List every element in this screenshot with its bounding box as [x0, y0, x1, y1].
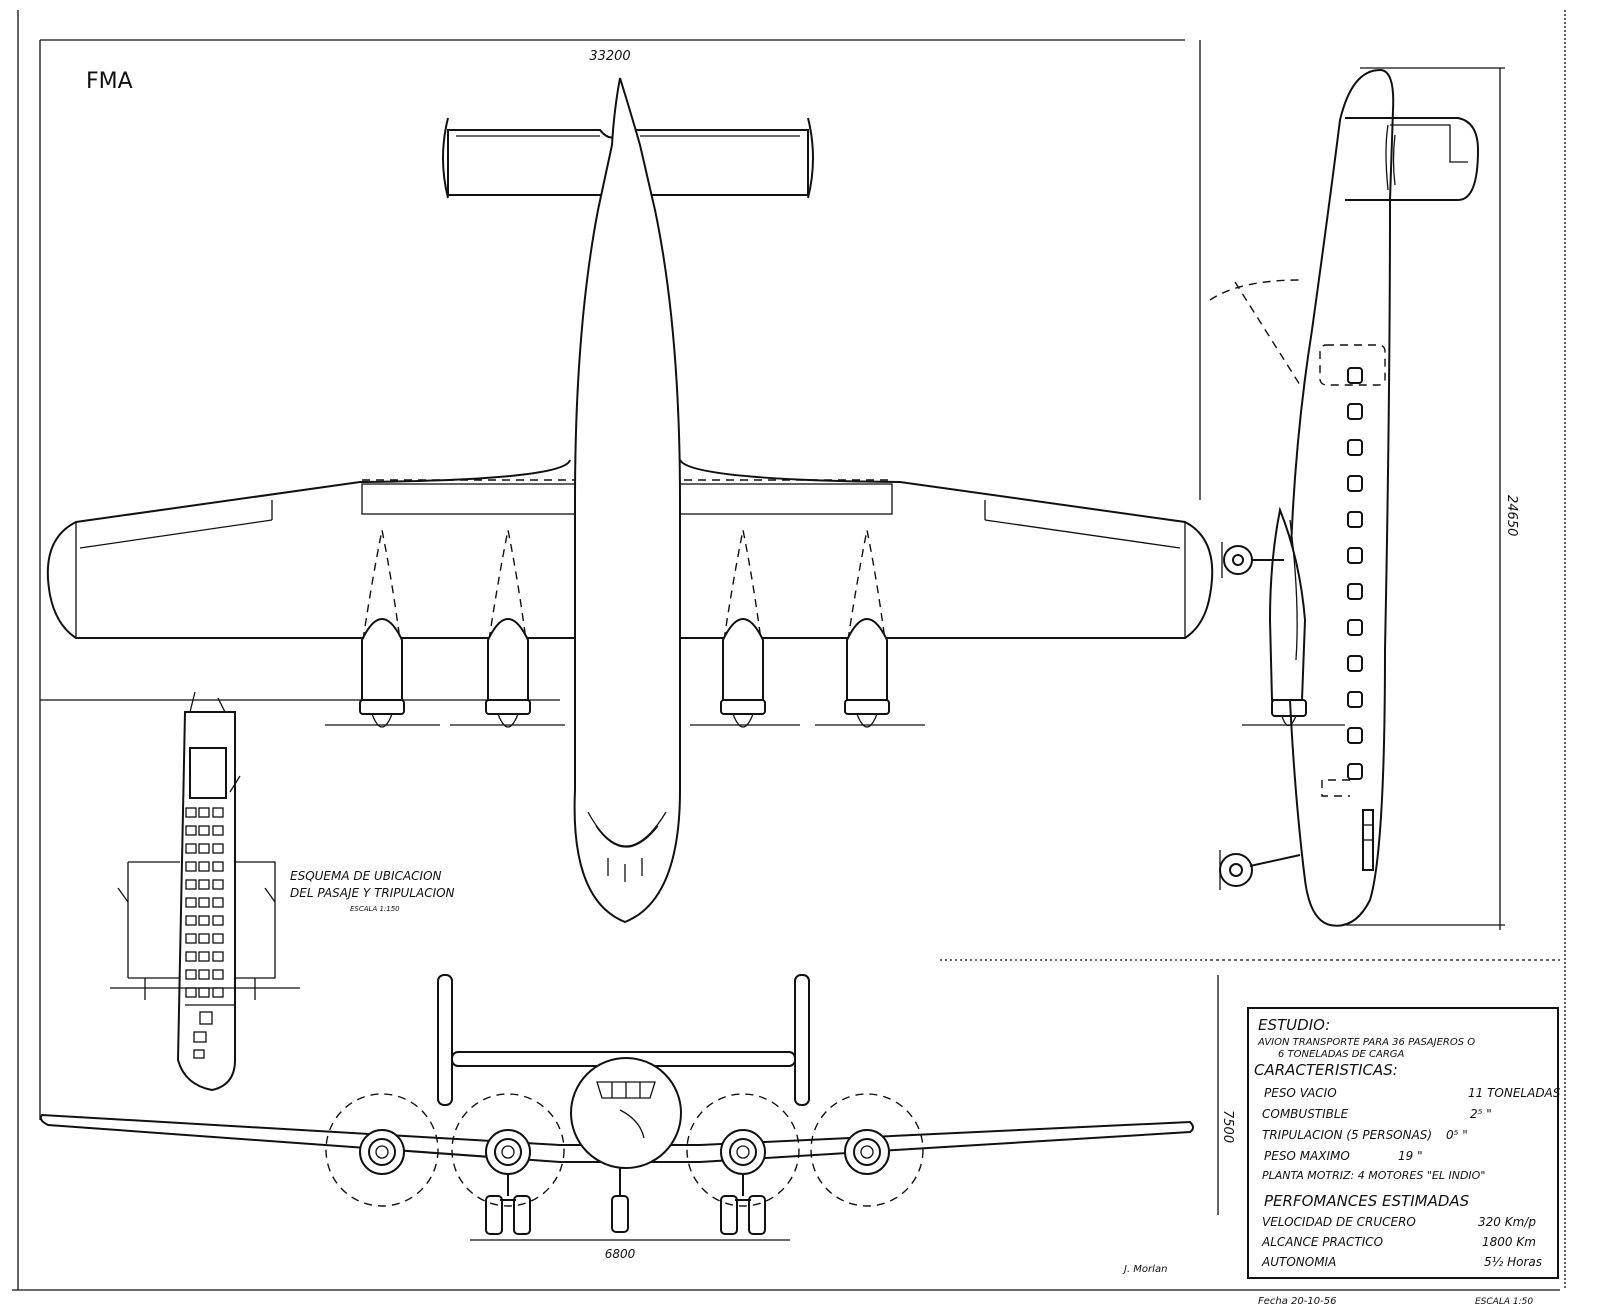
side-view: 24650: [1209, 67, 1519, 930]
fin-right: [794, 974, 810, 1106]
performance-value-2: 5½ Horas: [1484, 1255, 1542, 1269]
plan-view: 33200: [46, 49, 1214, 924]
passenger-seats: [185, 807, 224, 998]
signature: J. Morlan: [1122, 1264, 1167, 1275]
spec-label-0: PESO VACIO: [1264, 1086, 1337, 1100]
performance-value-1: 1800 Km: [1482, 1235, 1536, 1249]
fuselage-plan: [573, 77, 681, 924]
main-gear-right: [720, 1174, 766, 1235]
performance-value-0: 320 Km/p: [1478, 1215, 1536, 1229]
drawing-scale: ESCALA 1:50: [1475, 1297, 1533, 1307]
main-gear-side: [1221, 542, 1284, 578]
estudio-line-1: AVION TRANSPORTE PARA 36 PASAJEROS O: [1257, 1037, 1475, 1048]
front-wing: [39, 1113, 1194, 1163]
main-gear-left: [485, 1174, 531, 1235]
cabin-fuselage-outline: [176, 711, 236, 1092]
fuselage-side: [1288, 68, 1395, 927]
performance-label: PERFOMANCES ESTIMADAS: [1264, 1192, 1470, 1210]
spec-label-4: PLANTA MOTRIZ: 4 MOTORES "EL INDIO": [1262, 1169, 1485, 1182]
caracteristicas-label: CARACTERISTICAS:: [1254, 1061, 1398, 1079]
cabin-scheme-title-1: ESQUEMA DE UBICACION: [290, 869, 442, 883]
spec-value-2: 0⁵ ": [1446, 1128, 1468, 1142]
performance-label-1: ALCANCE PRACTICO: [1261, 1235, 1383, 1249]
nose-gear-front: [611, 1168, 629, 1233]
cabin-scheme-scale: ESCALA 1:150: [350, 905, 400, 913]
cabin-layout: ESQUEMA DE UBICACION DEL PASAJE Y TRIPUL…: [110, 691, 455, 1092]
track-dimension-label: 6800: [605, 1247, 636, 1261]
engine-3: [690, 529, 800, 728]
length-dimension-label: 24650: [1504, 495, 1519, 536]
span-dimension-label: 33200: [589, 49, 630, 64]
spec-value-3: 19 ": [1398, 1149, 1423, 1163]
engine-1: [325, 529, 440, 728]
height-dimension-label: 7500: [1220, 1110, 1235, 1143]
nose-gear-side: [1219, 850, 1301, 890]
drawing-date: Fecha 20-10-56: [1258, 1296, 1336, 1307]
fma-badge: FMA: [86, 69, 133, 94]
vertical-fin: [1345, 117, 1480, 201]
sheet-border: [12, 10, 1566, 1291]
title-block-frame: [1247, 1007, 1559, 1279]
engines-front: [359, 1129, 890, 1175]
side-windows: [1347, 367, 1363, 780]
cabin-scheme-title-2: DEL PASAJE Y TRIPULACION: [290, 886, 455, 900]
front-view: 7500: [39, 974, 1235, 1261]
engine-2: [450, 529, 565, 728]
tail-tip-left: [442, 117, 449, 199]
spec-label-1: COMBUSTIBLE: [1262, 1107, 1349, 1121]
title-block: ESTUDIO: AVION TRANSPORTE PARA 36 PASAJE…: [1247, 1007, 1561, 1279]
performance-label-0: VELOCIDAD DE CRUCERO: [1262, 1215, 1416, 1229]
cockpit-glazing: [587, 811, 667, 847]
fin-left: [437, 974, 453, 1106]
spec-value-1: 2⁵ ": [1470, 1107, 1492, 1121]
engine-4: [815, 529, 925, 728]
estudio-line-2: 6 TONELADAS DE CARGA: [1278, 1049, 1405, 1060]
propeller-discs: [325, 1093, 924, 1207]
spec-value-0: 11 TONELADAS: [1468, 1086, 1561, 1100]
spec-label-3: PESO MAXIMO: [1264, 1149, 1350, 1163]
estudio-label: ESTUDIO:: [1258, 1016, 1330, 1034]
performance-label-2: AUTONOMIA: [1261, 1255, 1336, 1269]
tail-tip-right: [807, 117, 814, 199]
spec-label-2: TRIPULACION (5 PERSONAS): [1262, 1128, 1432, 1142]
